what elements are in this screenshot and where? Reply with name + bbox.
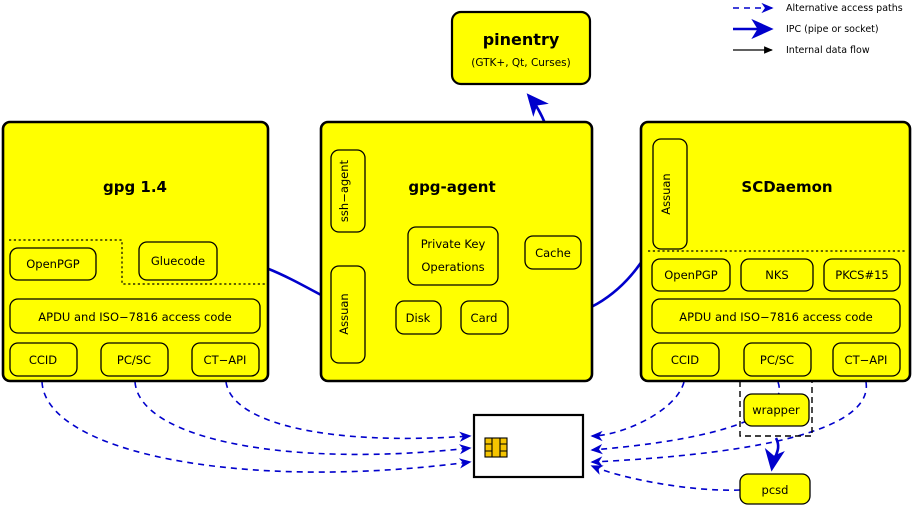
scd-driver-openpgp-label: OpenPGP [664,268,718,282]
alt-scd-ctapi-to-card [590,381,868,467]
scd-reader-ccid-label: CCID [671,353,699,367]
agent-ssh-agent-box[interactable] [330,149,366,233]
gpg-gluecode-box[interactable] [138,241,218,281]
alt-gpg-pcsc-to-card [134,381,472,456]
gpg-reader-ctapi-label: CT−API [204,353,247,367]
pinentry-box[interactable]: pinentry (GTK+, Qt, Curses) [450,10,592,86]
scd-reader-ctapi-box[interactable] [832,342,901,377]
gpg-reader-pcsc-box[interactable] [100,342,169,377]
scd-reader-ctapi-label: CT−API [845,353,888,367]
smartcard[interactable] [472,413,585,479]
legend-label-flow: Internal data flow [786,45,870,56]
alt-scd-pcsc-to-card [590,381,780,455]
agent-pko-line1: Private Key [421,237,486,251]
scd-apdu-box[interactable] [651,298,901,334]
pinentry-subtitle: (GTK+, Qt, Curses) [471,57,571,69]
gpg-reader-pcsc-label: PC/SC [117,353,151,367]
gpg-openpgp-box[interactable] [9,247,97,281]
pcsd-box[interactable] [739,473,811,505]
scd-driver-pkcs15-label: PKCS#15 [835,268,888,282]
gpg-reader-ccid-label: CCID [29,353,57,367]
alt-pcsd-to-card [590,465,741,491]
scd-driver-nks-box[interactable] [740,258,814,292]
alt-gpg-ctapi-to-card [225,381,472,442]
pinentry-title: pinentry [483,30,560,49]
agent-cache-label: Cache [535,246,571,260]
panel-scdaemon[interactable]: SCDaemon Assuan OpenPGP NKS PKCS#15 APDU… [639,120,912,383]
scd-driver-nks-label: NKS [765,268,788,282]
agent-card-label: Card [471,311,498,325]
alt-scd-ccid-to-card [590,381,685,442]
wrapper-dashed-region [739,381,813,437]
panel-gpg-title: gpg 1.4 [103,178,167,196]
scd-assuan-label: Assuan [659,173,673,214]
gpg-driver-region [9,239,268,285]
smartcard-chip [484,437,508,458]
legend-label-ipc: IPC (pipe or socket) [786,24,879,35]
alt-gpg-ccid-to-card [41,381,472,473]
scd-reader-pcsc-label: PC/SC [760,353,794,367]
scd-driver-pkcs15-box[interactable] [823,258,901,292]
gpg-reader-ctapi-box[interactable] [191,342,260,377]
agent-disk-label: Disk [406,311,431,325]
legend-label-alt: Alternative access paths [786,3,903,14]
legend: Alternative access paths IPC (pipe or so… [786,3,903,56]
wrapper-box[interactable] [743,393,810,427]
agent-assuan-label: Assuan [337,293,351,334]
pcsd-group[interactable]: pcsd [739,473,811,505]
scd-apdu-label: APDU and ISO−7816 access code [679,310,872,324]
pcsd-label: pcsd [762,483,789,497]
panel-scdaemon-title: SCDaemon [741,178,832,196]
wrapper-label: wrapper [752,403,800,417]
scd-reader-pcsc-box[interactable] [743,342,812,377]
wrapper-group[interactable]: wrapper [739,381,813,437]
agent-card-box[interactable] [460,300,509,335]
scd-driver-openpgp-box[interactable] [651,258,731,292]
scd-reader-ccid-box[interactable] [651,342,720,377]
gpg-apdu-label: APDU and ISO−7816 access code [38,310,231,324]
agent-disk-box[interactable] [395,300,442,335]
gpg-reader-ccid-box[interactable] [9,342,78,377]
gpg-openpgp-label: OpenPGP [26,257,80,271]
agent-private-key-ops-box[interactable] [407,226,499,286]
panel-agent-title: gpg-agent [408,178,495,196]
agent-ssh-agent-label: ssh−agent [337,159,351,222]
agent-cache-box[interactable] [524,235,582,270]
smartcard-chip-contacts [485,438,507,457]
agent-pko-line2: Operations [421,260,484,274]
panel-gpg[interactable]: gpg 1.4 OpenPGP Gluecode APDU and ISO−78… [1,120,270,383]
gpg-gluecode-label: Gluecode [151,254,205,268]
gpg-apdu-box[interactable] [9,298,261,334]
panel-gpg-agent[interactable]: gpg-agent ssh−agent Assuan Private Key O… [319,120,594,383]
